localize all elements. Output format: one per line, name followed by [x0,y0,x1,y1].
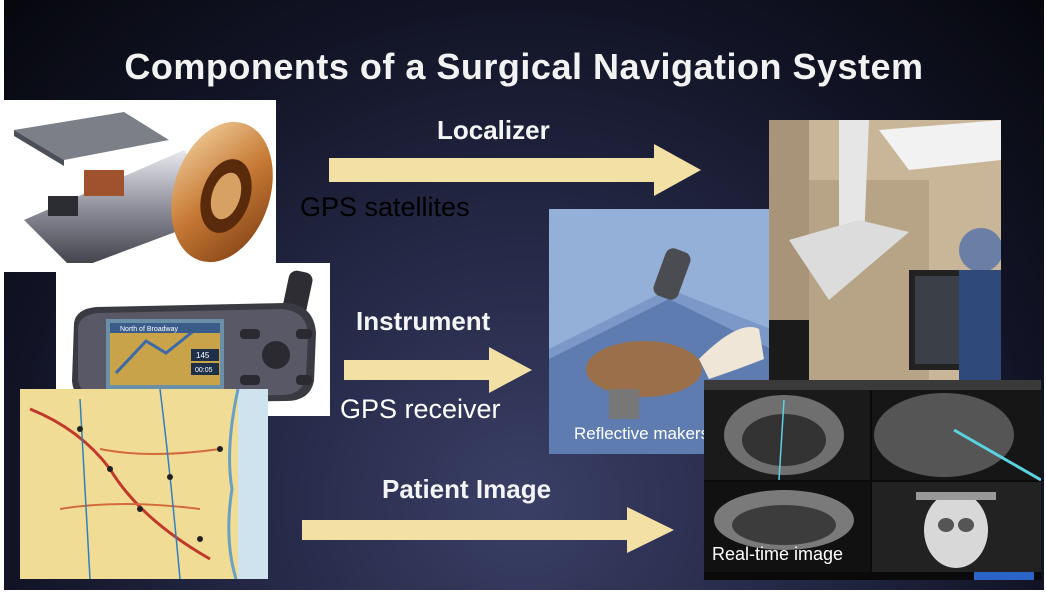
operating-room-photo [549,209,771,454]
instrument-arrow [344,347,532,393]
gps-street-text: North of Broadway [120,326,178,333]
localizer-arrow [329,144,701,196]
patient-image-label: Patient Image [382,474,552,504]
gps-time-text: 00:05 [195,367,213,374]
slide: Components of a Surgical Navigation Syst… [4,0,1044,590]
localizer-camera-photo [769,120,1001,382]
gps-satellites-caption: GPS satellites [300,192,470,222]
localizer-label: Localizer [437,115,550,145]
gps-receiver-caption: GPS receiver [340,394,501,424]
slide-title: Components of a Surgical Navigation Syst… [124,46,924,87]
ct-scan-image [704,380,1041,580]
map-image [20,389,268,579]
gps-receiver-image: North of Broadway 145 00:05 [56,263,330,416]
gps-distance-text: 145 [196,351,210,360]
patient-image-arrow [302,507,674,553]
satellite-image [4,100,276,272]
reflective-markers-caption: Reflective makers [574,424,710,443]
real-time-image-caption: Real-time image [712,544,844,564]
instrument-label: Instrument [356,306,491,336]
